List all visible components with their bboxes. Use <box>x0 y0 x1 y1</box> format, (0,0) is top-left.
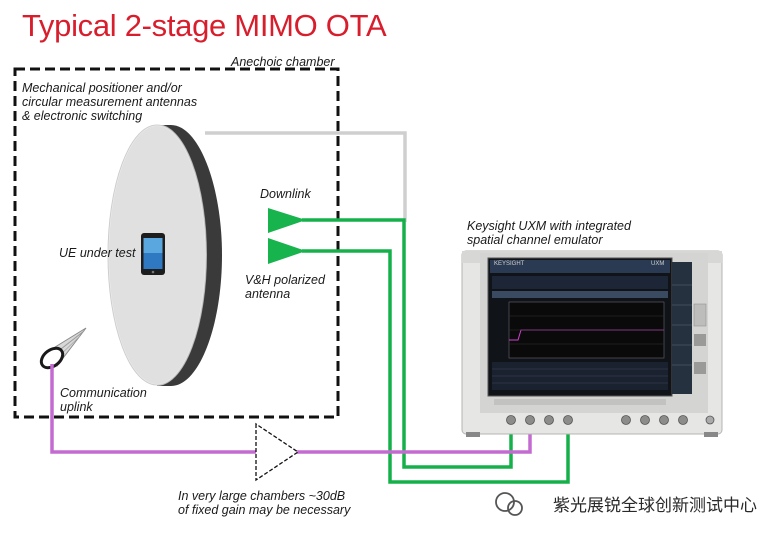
uxm-label: Keysight UXM with integrated spatial cha… <box>467 219 631 247</box>
chamber-label: Anechoic chamber <box>231 55 335 69</box>
uplink-horn-icon <box>39 327 87 370</box>
ue-label: UE under test <box>59 246 136 260</box>
positioner-cable <box>205 131 407 222</box>
downlink-label: Downlink <box>260 187 311 201</box>
uplink-label: Communication uplink <box>60 386 147 414</box>
watermark-text: 紫光展锐全球创新测试中心 <box>553 496 757 516</box>
gain-note: In very large chambers ~30dB of fixed ga… <box>178 489 351 517</box>
uxm-instrument <box>461 250 723 437</box>
page-title: Typical 2-stage MIMO OTA <box>22 8 387 43</box>
amplifier-icon <box>255 422 300 482</box>
ue-phone-icon <box>141 233 165 275</box>
antenna-label: V&H polarized antenna <box>245 273 325 301</box>
anechoic-chamber-box <box>13 67 340 419</box>
wechat-icon <box>495 492 523 516</box>
positioner-label: Mechanical positioner and/or circular me… <box>22 81 198 123</box>
downlink-antenna-h <box>268 238 306 264</box>
instrument-model: UXM <box>651 261 665 267</box>
instrument-brand: KEYSIGHT <box>494 261 525 267</box>
downlink-cable-2 <box>302 249 570 484</box>
downlink-antenna-v <box>268 208 306 233</box>
